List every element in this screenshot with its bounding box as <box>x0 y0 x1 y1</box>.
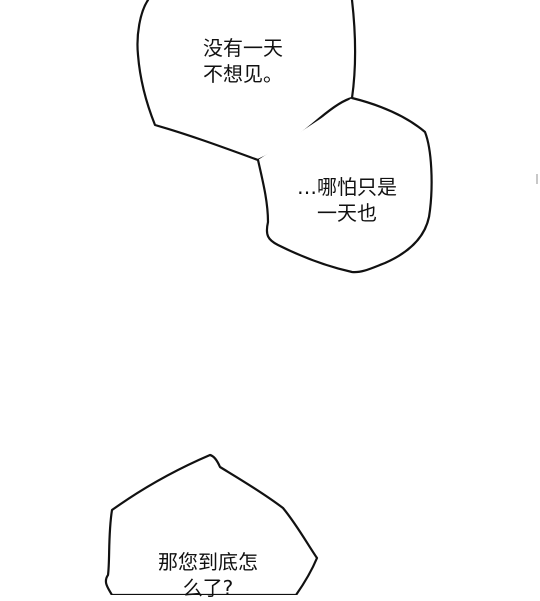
speech-line: 不想见。 <box>203 62 283 86</box>
speech-bubble-3-outline <box>104 453 319 595</box>
speech-line: …哪怕只是 <box>297 175 397 199</box>
speech-bubble-2-text: …哪怕只是 一天也 <box>282 174 412 226</box>
speech-line: 没有一天 <box>203 36 283 60</box>
edge-mark <box>536 174 538 184</box>
speech-line: 那您到底怎 <box>158 550 258 574</box>
speech-line: 一天也 <box>317 201 377 225</box>
speech-bubble-1-text: 没有一天 不想见。 <box>188 35 298 87</box>
speech-line: 么了? <box>182 576 234 600</box>
speech-bubble-3-text: 那您到底怎 么了? <box>138 549 278 601</box>
speech-bubble-2-outline <box>256 96 433 274</box>
